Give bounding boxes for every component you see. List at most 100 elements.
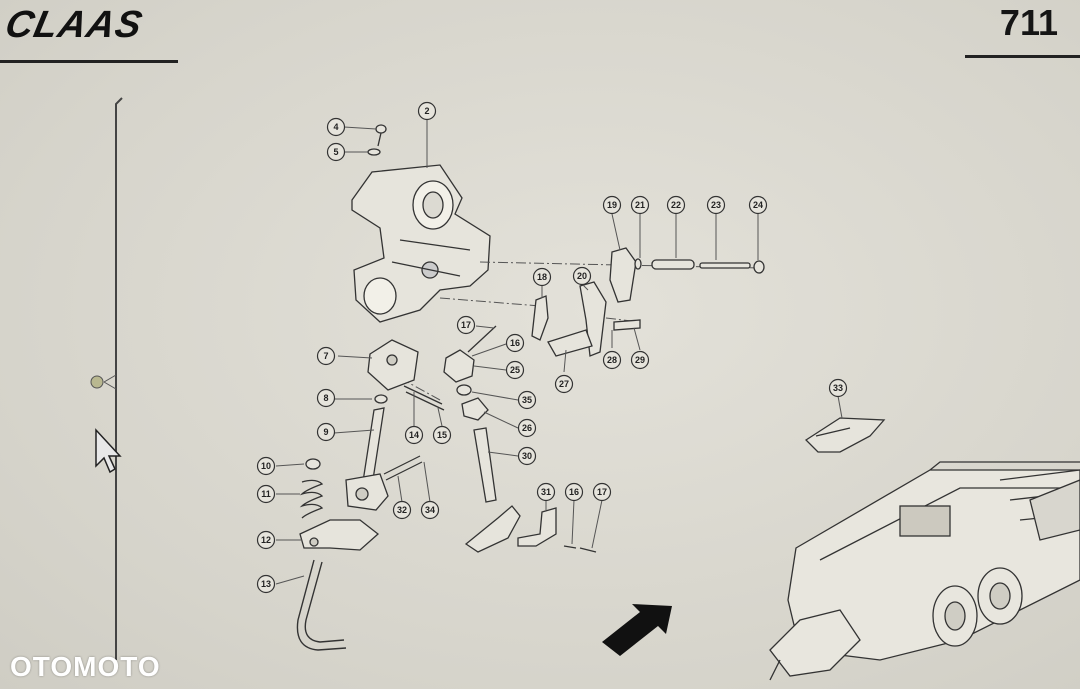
callout-circle	[630, 195, 650, 215]
callout-12: 12	[256, 530, 276, 550]
callout-label: 7	[323, 351, 328, 361]
callout-circle	[404, 425, 424, 445]
callout-circle	[517, 446, 537, 466]
callout-circle	[748, 195, 768, 215]
callout-label: 25	[510, 365, 520, 375]
callout-label: 30	[522, 451, 532, 461]
callout-leaders	[275, 120, 843, 585]
hook-rod	[296, 559, 347, 651]
callout-circle	[532, 267, 552, 287]
callout-4: 4	[326, 117, 346, 137]
callout-label: 13	[261, 579, 271, 589]
callout-label: 16	[510, 338, 520, 348]
callout-circle	[505, 333, 525, 353]
callout-circle	[706, 195, 726, 215]
callout-27: 27	[554, 374, 574, 394]
callout-28: 28	[602, 350, 622, 370]
callout-label: 35	[522, 395, 532, 405]
callout-circle	[564, 482, 584, 502]
callout-5: 5	[326, 142, 346, 162]
page-number: 711	[999, 2, 1058, 43]
plate-part	[804, 417, 886, 453]
shaft-thirty	[464, 427, 521, 553]
callout-circle	[420, 500, 440, 520]
callout-11: 11	[256, 484, 276, 504]
callout-31: 31	[536, 482, 556, 502]
callout-33: 33	[828, 378, 848, 398]
callout-2: 2	[417, 101, 437, 121]
callout-label: 18	[537, 272, 547, 282]
callout-34: 34	[420, 500, 440, 520]
callout-label: 26	[522, 423, 532, 433]
callout-circle	[256, 574, 276, 594]
callout-22: 22	[666, 195, 686, 215]
callout-26: 26	[517, 418, 537, 438]
callout-label: 17	[597, 487, 607, 497]
callout-circle	[456, 315, 476, 335]
callout-35: 35	[517, 390, 537, 410]
callout-16: 16	[505, 333, 525, 353]
callout-label: 28	[607, 355, 617, 365]
callout-18: 18	[532, 267, 552, 287]
callout-circle	[572, 266, 592, 286]
bottom-bracket	[299, 519, 380, 551]
callout-23: 23	[706, 195, 726, 215]
callout-label: 4	[333, 122, 338, 132]
callout-label: 8	[323, 393, 328, 403]
logo-underline	[0, 60, 178, 63]
callout-circle	[505, 360, 525, 380]
callout-14: 14	[404, 425, 424, 445]
callout-7: 7	[316, 346, 336, 366]
callout-label: 12	[261, 535, 271, 545]
callout-label: 20	[577, 271, 587, 281]
callout-circle	[392, 500, 412, 520]
callout-label: 21	[635, 200, 645, 210]
callout-circle	[316, 346, 336, 366]
callout-circle	[536, 482, 556, 502]
lever-parts	[531, 281, 641, 357]
direction-arrow-icon	[602, 604, 672, 656]
spring-part	[299, 458, 324, 519]
callout-30: 30	[517, 446, 537, 466]
callout-label: 11	[261, 489, 271, 499]
small-bottom-parts	[517, 507, 597, 553]
callout-circle	[432, 425, 452, 445]
callout-16: 16	[564, 482, 584, 502]
callout-9: 9	[316, 422, 336, 442]
callout-label: 27	[559, 379, 569, 389]
callout-circle	[417, 101, 437, 121]
screw-part	[367, 124, 387, 156]
callout-25: 25	[505, 360, 525, 380]
shaft-nine	[345, 394, 389, 511]
callout-label: 32	[397, 505, 407, 515]
mouse-cursor-icon	[95, 428, 122, 474]
callout-circle	[828, 378, 848, 398]
callout-29: 29	[630, 350, 650, 370]
callout-circle	[256, 530, 276, 550]
callout-label: 5	[333, 147, 338, 157]
watermark-text: OTOMOTO	[10, 651, 161, 682]
callout-circle	[666, 195, 686, 215]
callout-circle	[256, 484, 276, 504]
callout-circle	[630, 350, 650, 370]
callout-label: 16	[569, 487, 579, 497]
callout-circle	[316, 422, 336, 442]
callout-label: 14	[409, 430, 419, 440]
callout-label: 15	[437, 430, 447, 440]
margin-line	[115, 97, 123, 660]
callout-label: 29	[635, 355, 645, 365]
callout-circle	[602, 195, 622, 215]
callout-8: 8	[316, 388, 336, 408]
housing-part	[351, 164, 491, 323]
bracket-part	[367, 339, 419, 391]
callout-20: 20	[572, 266, 592, 286]
callout-label: 9	[323, 427, 328, 437]
callout-label: 17	[461, 320, 471, 330]
page-number-underline	[965, 55, 1080, 58]
callout-label: 31	[541, 487, 551, 497]
callout-17: 17	[592, 482, 612, 502]
callout-19: 19	[602, 195, 622, 215]
